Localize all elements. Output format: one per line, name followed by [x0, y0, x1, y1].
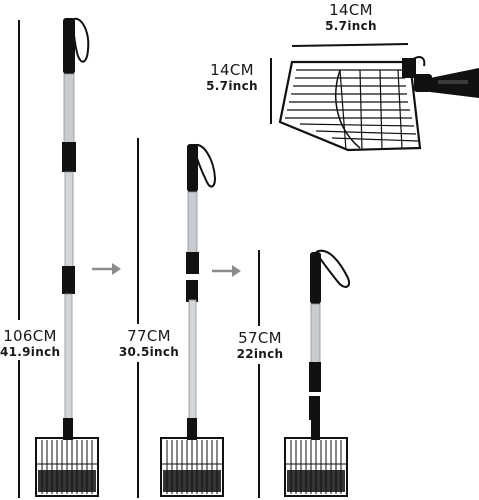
tall-dimension-line-top: [18, 20, 20, 320]
head-width-label: 14CM 5.7inch: [318, 0, 384, 34]
medium-cm-text: 77CM: [127, 327, 171, 345]
arrow-right-icon: [92, 263, 121, 275]
medium-dimension-line-bottom: [137, 362, 139, 498]
head-depth-cm-text: 14CM: [210, 61, 254, 79]
tall-inch-text: 41.9inch: [0, 345, 61, 359]
short-dimension-line-bottom: [258, 364, 260, 498]
short-cm-text: 57CM: [238, 329, 282, 347]
head-depth-dimension-line: [270, 58, 272, 124]
medium-dimension-line-top: [137, 138, 139, 324]
tall-dimension-line-bottom: [18, 360, 20, 498]
arrow-right-icon: [212, 265, 241, 277]
tall-cm-text: 106CM: [3, 327, 57, 345]
head-width-inch-text: 5.7inch: [325, 19, 377, 33]
head-depth-label: 14CM 5.7inch: [204, 60, 260, 94]
tall-dimension-label: 106CM 41.9inch: [0, 326, 60, 360]
short-dimension-line-top: [258, 250, 260, 326]
head-width-cm-text: 14CM: [329, 1, 373, 19]
medium-inch-text: 30.5inch: [118, 345, 180, 359]
short-inch-text: 22inch: [236, 347, 284, 361]
short-dimension-label: 57CM 22inch: [232, 328, 288, 362]
head-depth-inch-text: 5.7inch: [206, 79, 258, 93]
medium-dimension-label: 77CM 30.5inch: [112, 326, 186, 360]
